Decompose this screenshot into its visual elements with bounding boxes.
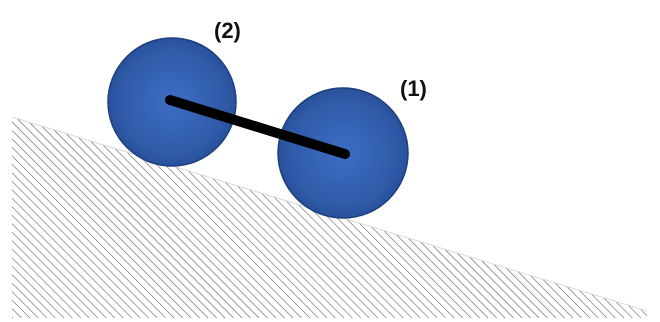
- ball-2-label: (2): [214, 18, 241, 43]
- connecting-rod: [165, 95, 350, 159]
- inclined-plane: [12, 117, 647, 318]
- ball-1-label: (1): [400, 76, 427, 101]
